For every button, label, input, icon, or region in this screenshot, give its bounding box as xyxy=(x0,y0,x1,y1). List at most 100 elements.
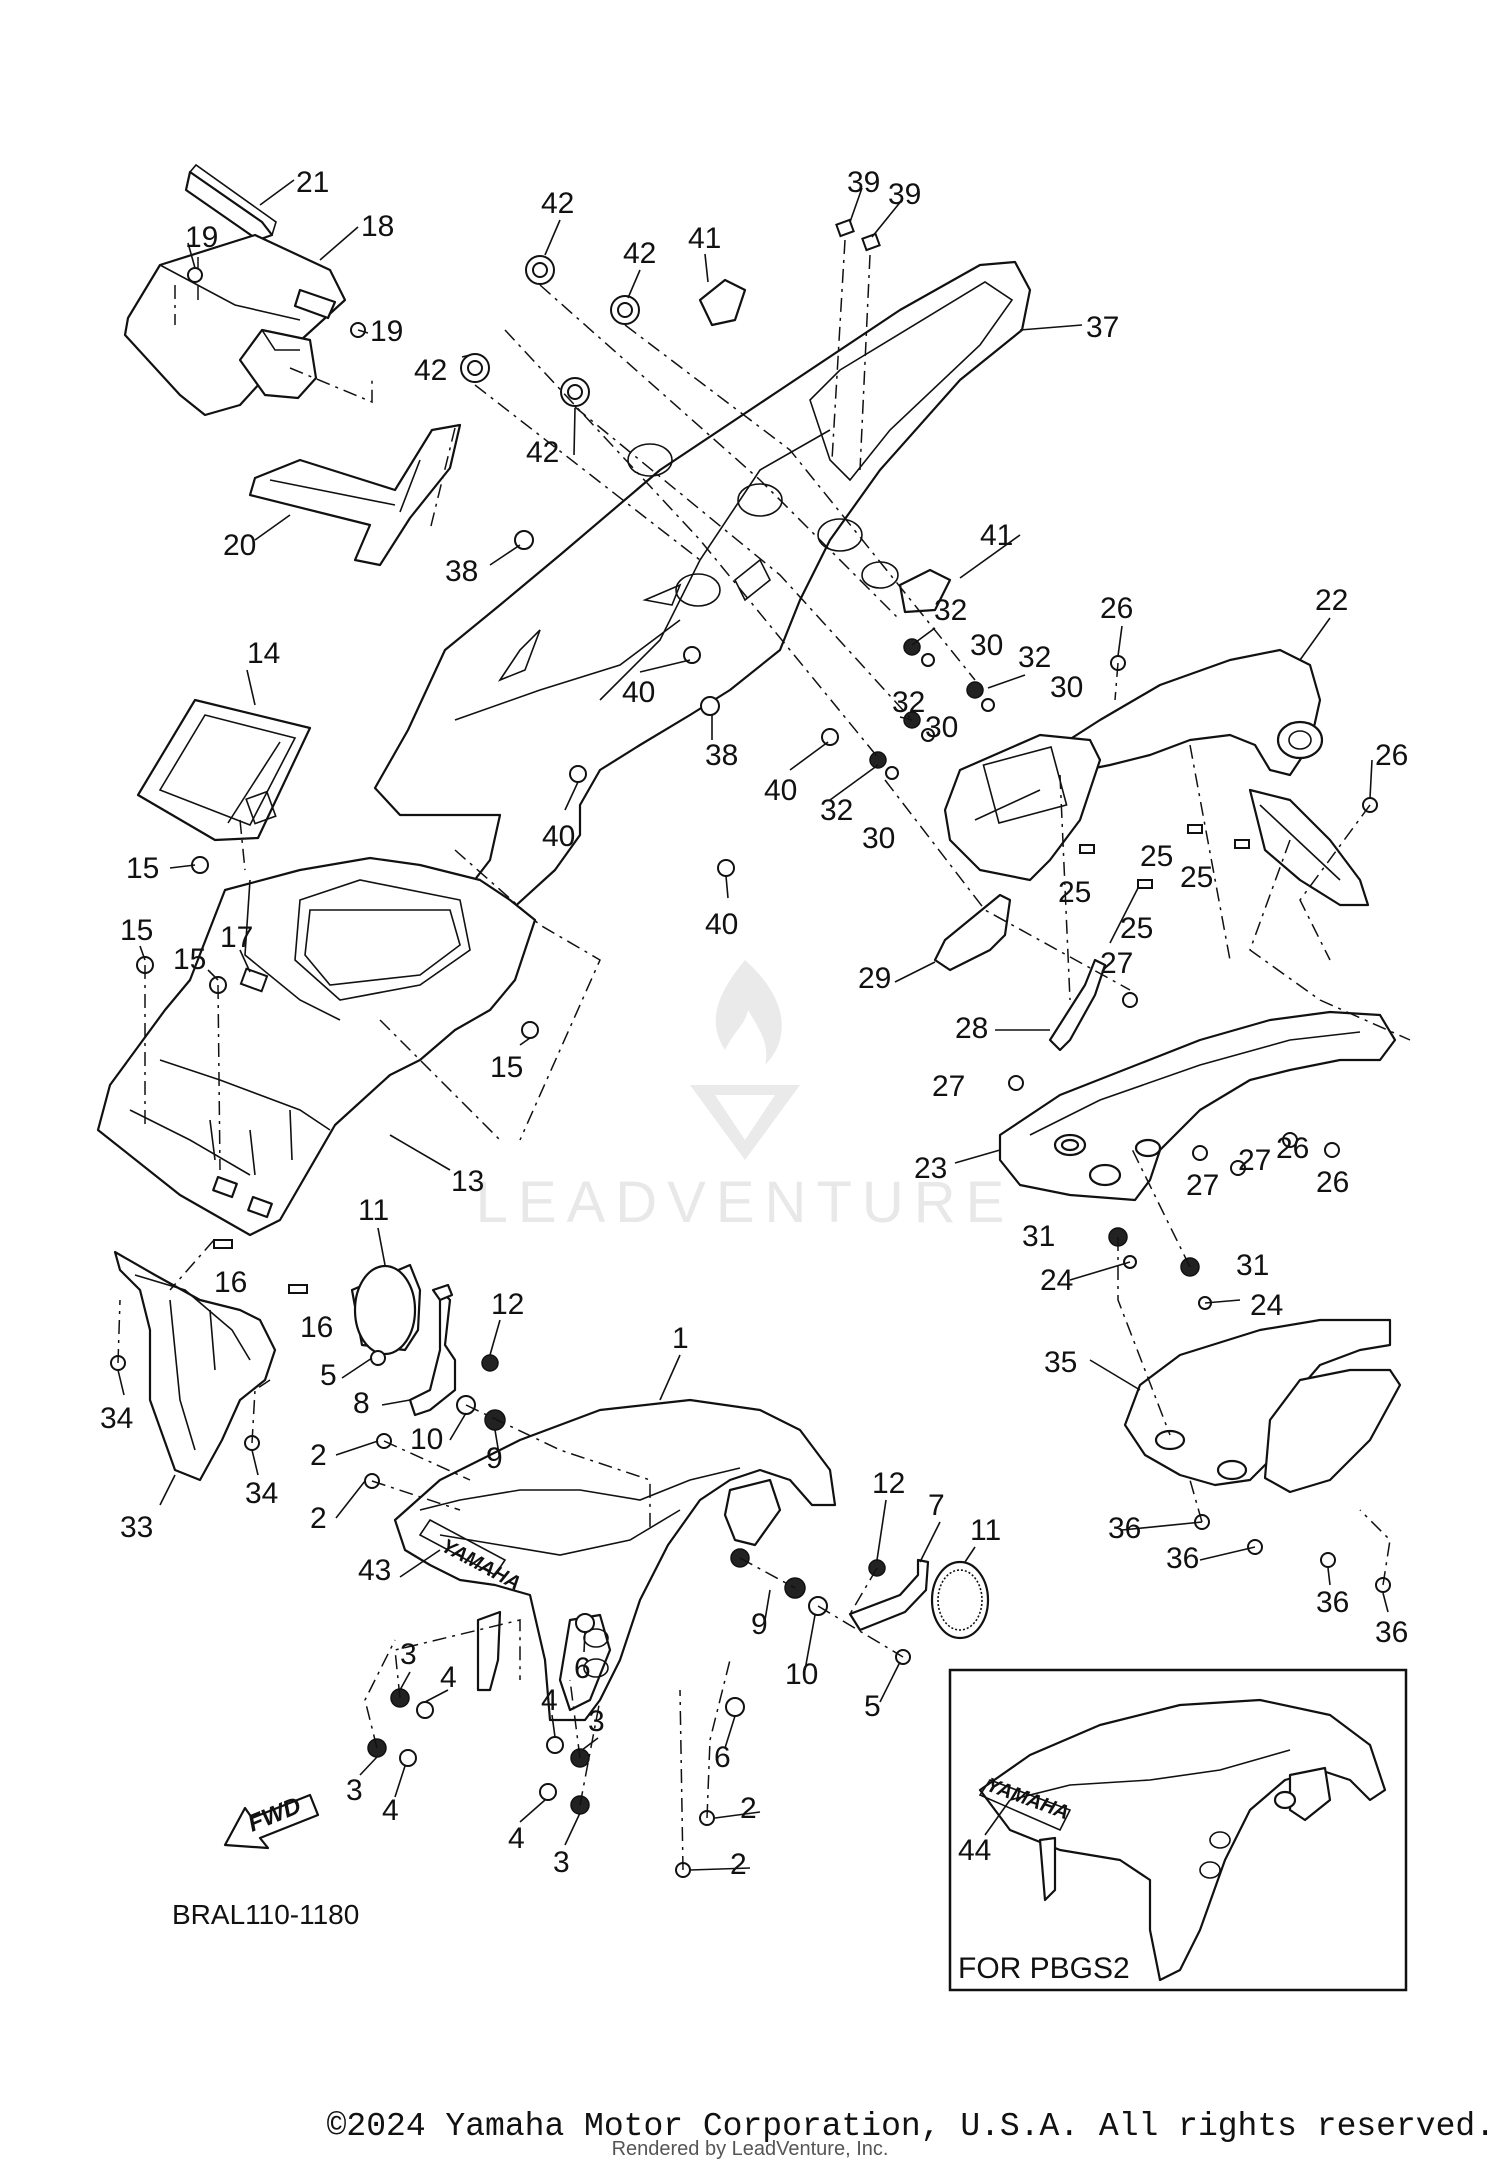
callout-26: 26 xyxy=(1375,739,1408,772)
callout-15: 15 xyxy=(120,914,153,947)
callout-22: 22 xyxy=(1315,584,1348,617)
callout-36: 36 xyxy=(1316,1586,1349,1619)
callout-4: 4 xyxy=(440,1661,457,1694)
callout-5: 5 xyxy=(864,1690,881,1723)
part-20-bracket xyxy=(248,423,462,567)
part-7-bracket xyxy=(848,1558,930,1632)
callout-32: 32 xyxy=(934,594,967,627)
callout-25: 25 xyxy=(1120,912,1153,945)
part-37-rear-cover xyxy=(373,260,1032,937)
callout-10: 10 xyxy=(785,1658,818,1691)
copyright-notice: ©2024 Yamaha Motor Corporation, U.S.A. A… xyxy=(326,2108,1495,2145)
callout-34: 34 xyxy=(100,1402,133,1435)
callout-42: 42 xyxy=(526,436,559,469)
callout-3: 3 xyxy=(346,1774,363,1807)
callout-27: 27 xyxy=(1186,1169,1219,1202)
callout-30: 30 xyxy=(970,629,1003,662)
callout-1: 1 xyxy=(672,1322,689,1355)
rendered-by-notice: Rendered by LeadVenture, Inc. xyxy=(611,2138,889,2160)
callout-29: 29 xyxy=(858,962,891,995)
callout-2: 2 xyxy=(740,1792,757,1825)
callout-17: 17 xyxy=(220,921,253,954)
callout-42: 42 xyxy=(623,237,656,270)
callout-38: 38 xyxy=(445,555,478,588)
leader-lines xyxy=(117,239,1411,1871)
callout-15: 15 xyxy=(490,1051,523,1084)
callout-44: 44 xyxy=(958,1834,991,1867)
callout-14: 14 xyxy=(247,637,280,670)
callout-30: 30 xyxy=(1050,671,1083,704)
callout-27: 27 xyxy=(932,1070,965,1103)
callout-25: 25 xyxy=(1180,861,1213,894)
callout-9: 9 xyxy=(751,1608,768,1641)
part-8-bracket xyxy=(408,1283,457,1417)
watermark-text: LEADVENTURE xyxy=(476,1170,1015,1235)
part-23-plate-bracket xyxy=(998,1010,1397,1202)
label-leaders xyxy=(117,179,1389,1871)
callout-31: 31 xyxy=(1022,1220,1055,1253)
inset-pbgs2: YAMAHA FOR PBGS2 xyxy=(948,1668,1408,1992)
part-21-strap xyxy=(184,163,277,242)
callout-11: 11 xyxy=(358,1194,389,1227)
callout-31: 31 xyxy=(1236,1249,1269,1282)
callout-36: 36 xyxy=(1166,1542,1199,1575)
callout-3: 3 xyxy=(400,1638,417,1671)
callout-15: 15 xyxy=(126,852,159,885)
callout-27: 27 xyxy=(1238,1144,1271,1177)
callout-39: 39 xyxy=(888,178,921,211)
callout-41: 41 xyxy=(688,222,721,255)
callout-8: 8 xyxy=(353,1387,370,1420)
callout-23: 23 xyxy=(914,1152,947,1185)
callout-20: 20 xyxy=(223,529,256,562)
callout-18: 18 xyxy=(361,210,394,243)
callout-27: 27 xyxy=(1100,947,1133,980)
part-18-battery-box xyxy=(123,233,373,417)
callout-32: 32 xyxy=(820,794,853,827)
part-33-mudguard xyxy=(113,1250,277,1482)
callout-16: 16 xyxy=(300,1311,333,1344)
part-11-reflector-upper xyxy=(350,1263,422,1356)
callout-5: 5 xyxy=(320,1359,337,1392)
callout-43: 43 xyxy=(358,1554,391,1587)
callout-33: 33 xyxy=(120,1511,153,1544)
callout-39: 39 xyxy=(847,166,880,199)
callout-labels: 1 2 2 2 2 3 3 3 3 4 4 4 4 5 5 6 6 7 8 9 … xyxy=(100,166,1408,1881)
callout-37: 37 xyxy=(1086,311,1119,344)
callout-41: 41 xyxy=(980,519,1013,552)
callout-36: 36 xyxy=(1375,1616,1408,1649)
callout-30: 30 xyxy=(862,822,895,855)
callout-26: 26 xyxy=(1100,592,1133,625)
part-35-reflector-bracket xyxy=(1123,1318,1402,1494)
diagram-code: BRAL110-1180 xyxy=(172,1899,359,1930)
callout-4: 4 xyxy=(541,1684,558,1717)
callout-25: 25 xyxy=(1140,840,1173,873)
callout-32: 32 xyxy=(892,686,925,719)
callout-42: 42 xyxy=(414,354,447,387)
callout-24: 24 xyxy=(1040,1264,1073,1297)
callout-15: 15 xyxy=(173,943,206,976)
callout-19: 19 xyxy=(370,315,403,348)
callout-21: 21 xyxy=(296,166,329,199)
callout-35: 35 xyxy=(1044,1346,1077,1379)
v-logo-icon xyxy=(690,1085,800,1160)
part-11-reflector-lower xyxy=(930,1560,990,1640)
callout-4: 4 xyxy=(382,1794,399,1827)
callout-2: 2 xyxy=(310,1439,327,1472)
callout-25: 25 xyxy=(1058,876,1091,909)
flame-icon xyxy=(715,960,782,1065)
callout-26: 26 xyxy=(1276,1132,1309,1165)
callout-6: 6 xyxy=(574,1652,591,1685)
callout-40: 40 xyxy=(764,774,797,807)
callout-26: 26 xyxy=(1316,1166,1349,1199)
part-1-front-fender: YAMAHA xyxy=(393,1398,837,1722)
part-13-inner-fender xyxy=(96,819,601,1237)
callout-3: 3 xyxy=(553,1846,570,1879)
inset-caption: FOR PBGS2 xyxy=(958,1952,1130,1985)
part-14-ecu-tray xyxy=(136,698,312,842)
callout-12: 12 xyxy=(491,1288,524,1321)
callout-24: 24 xyxy=(1250,1289,1283,1322)
callout-32: 32 xyxy=(1018,641,1051,674)
callout-4: 4 xyxy=(508,1822,525,1855)
callout-28: 28 xyxy=(955,1012,988,1045)
